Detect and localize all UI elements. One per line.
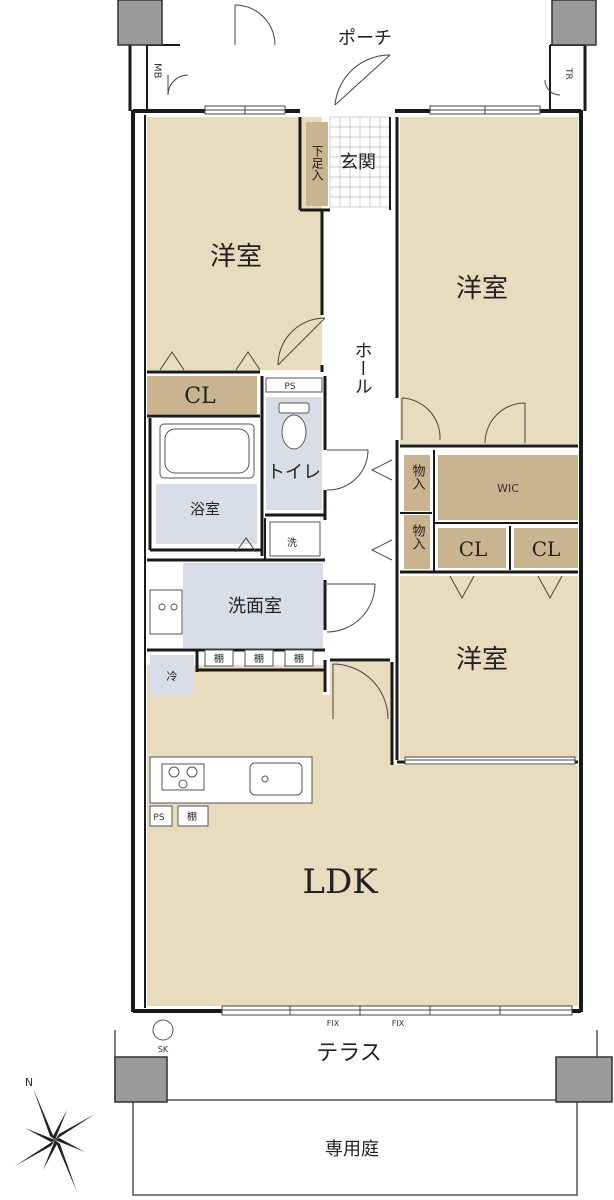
label-shelf-2: 棚 [254,652,264,665]
label-tr: TR [563,67,573,80]
fridge-floor [150,655,194,695]
label-garden: 専用庭 [325,1139,379,1160]
label-toilet: トイレ [267,462,321,483]
porch-floor [118,0,596,105]
label-mb: MB [152,63,163,79]
label-western-e: 洋室 [456,645,508,675]
entrance-tiles [329,116,391,208]
western-e-floor [400,576,578,759]
fixtures [149,377,323,1041]
wic-floor [438,455,578,520]
label-shelf-kitchen: 棚 [187,810,197,823]
label-hall: ホール [352,341,373,395]
shoe-box-floor [306,122,328,206]
fixture-labels: PS PS 棚 棚 棚 棚 冷 FIX FIX SK [153,382,404,1054]
room-labels: ポーチ 玄関 ホール 洋室 洋室 洋室 CL WIC CL CL 浴室 トイレ … [184,28,560,1160]
doors [159,4,563,720]
label-washroom: 洗面室 [228,596,282,617]
label-ps-top: PS [284,382,295,392]
label-western-nw: 洋室 [210,242,262,272]
vertical-labels: 下足入 物入 物入 MB TR [152,63,574,550]
compass: N [15,1076,95,1192]
label-storage-2: 物入 [410,524,426,550]
toilet-tank [278,402,310,414]
label-fix-1: FIX [327,1019,340,1028]
label-sk: SK [158,1045,169,1054]
shelf-1 [204,649,234,667]
vanity [149,589,183,635]
label-fix-2: FIX [392,1019,405,1028]
label-closet-e1: CL [459,537,488,561]
western-nw-floor [147,117,322,370]
label-shoe-box: 下足入 [310,145,324,181]
ps-top-box [265,377,323,393]
washroom-floor [183,563,323,648]
closet-e1-floor [438,528,506,568]
toilet-bowl [281,414,307,450]
label-bath: 浴室 [190,500,220,518]
washer [269,521,321,557]
toilet-floor [266,397,322,510]
stove [161,763,205,791]
label-closet-w: CL [184,384,216,409]
windows [204,105,576,1016]
western-ne-floor [400,117,578,444]
shelf-3 [284,649,314,667]
closet-e2-floor [514,528,578,568]
kitchen-sink [249,762,303,796]
compass-north-label: N [25,1076,33,1089]
ps-kitchen-box [149,805,173,827]
storage-1-floor [404,455,430,511]
label-shelf-1: 棚 [214,652,224,665]
bath-floor [156,484,257,544]
shelf-kitchen-box [177,805,209,827]
label-entrance: 玄関 [340,152,376,173]
label-terrace: テラス [316,1041,382,1066]
storage-2-floor [404,515,430,569]
label-ps-kitchen: PS [153,813,164,823]
label-washer: 洗 [287,537,297,549]
closet-w-floor [147,376,257,414]
shelf-2 [244,649,274,667]
sk-sink [152,1019,174,1041]
label-wic: WIC [497,482,519,495]
label-porch: ポーチ [338,28,392,49]
label-fridge: 冷 [167,670,178,683]
room-fills [118,0,596,1006]
label-storage-1: 物入 [410,464,426,490]
label-shelf-3: 棚 [294,652,304,665]
label-western-ne: 洋室 [456,274,508,304]
label-closet-e2: CL [532,537,561,561]
pillars [114,0,613,1103]
label-ldk: LDK [302,862,378,902]
ldk-floor [147,662,578,1006]
